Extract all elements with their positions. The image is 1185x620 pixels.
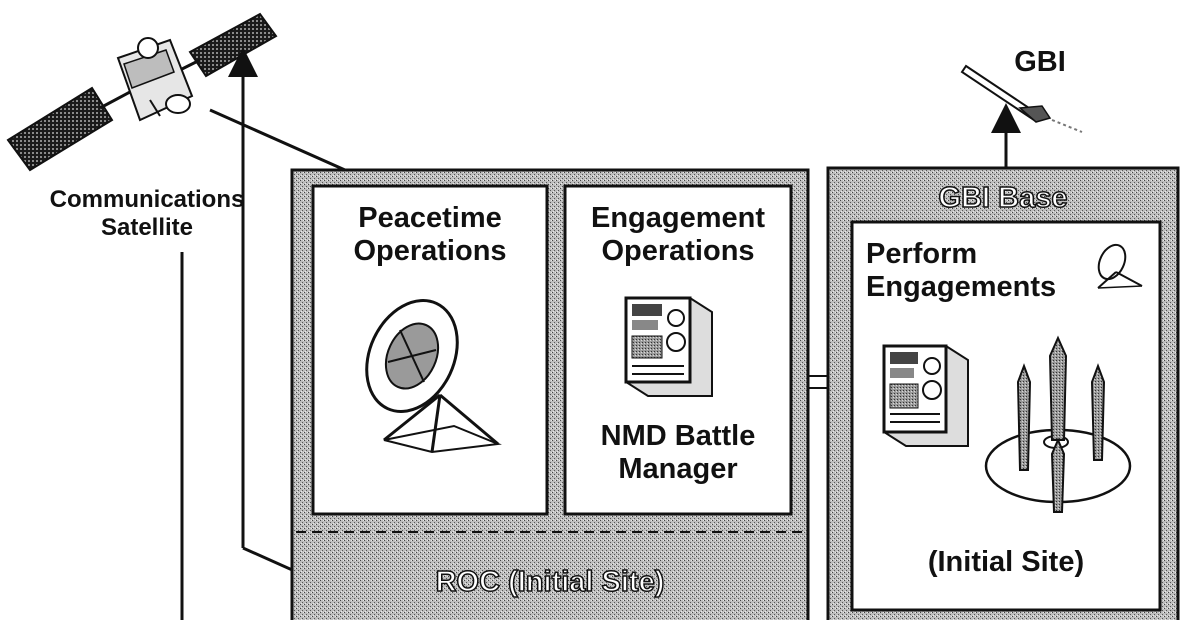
missile-silos-icon — [984, 335, 1132, 513]
satellite-label-line2: Satellite — [100, 213, 194, 241]
gbi-base-header-label: GBI Base — [938, 181, 1068, 215]
perform-engagements-line2: Engagements — [866, 271, 1057, 304]
battle-manager-line2: Manager — [618, 453, 738, 486]
radar-dish-icon — [365, 299, 502, 454]
battle-manager-console-icon — [624, 296, 713, 397]
satellite-label-line1: Communications — [49, 186, 245, 213]
gbi-label: GBI — [1014, 46, 1066, 78]
perform-engagements-line1: Perform — [866, 238, 978, 270]
gbi-missile-icon — [960, 64, 1083, 133]
battle-manager-line1: NMD Battle — [600, 420, 756, 452]
engagement-operations-title: Engagement Operations — [565, 202, 791, 269]
roc-footer-label: ROC (Initial Site) — [435, 565, 665, 599]
communications-satellite-icon — [6, 12, 278, 172]
perform-engagements-title: Perform Engagements — [866, 238, 1056, 305]
gbi-site-label: (Initial Site) — [927, 546, 1085, 578]
engagement-title-line1: Engagement — [590, 202, 766, 234]
gbi-console-icon — [882, 344, 969, 447]
peacetime-operations-title: Peacetime Operations — [313, 202, 547, 269]
peacetime-title-line1: Peacetime — [358, 202, 502, 234]
small-radar-icon — [1097, 243, 1143, 289]
battle-manager-label: NMD Battle Manager — [565, 420, 791, 487]
engagement-title-line2: Operations — [601, 235, 755, 268]
peacetime-title-line2: Operations — [353, 235, 507, 268]
satellite-label: Communications Satellite — [22, 186, 272, 241]
